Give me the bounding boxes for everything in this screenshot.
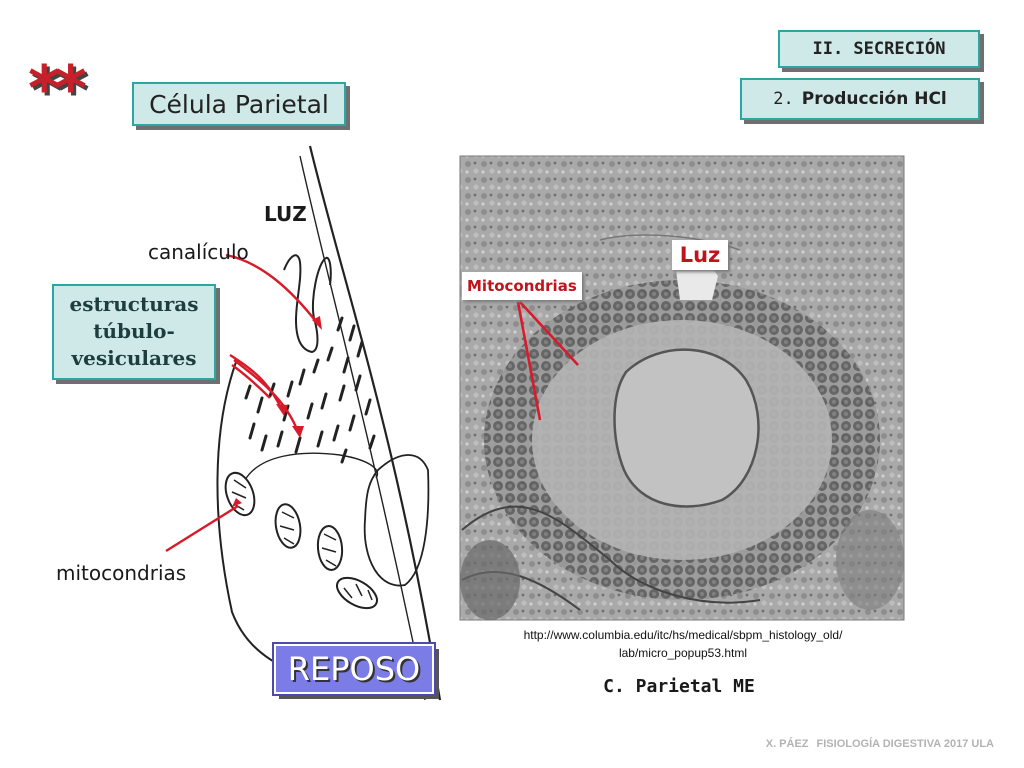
nucleus-outline-2 [244,452,379,481]
micrograph-nucleus [613,348,760,508]
topic-badge: 2. Producción HCl [740,78,980,120]
tubulovesicular-label-line: vesiculares [71,346,197,370]
section-label: II. SECRECIÓN [812,39,946,59]
diagram-mitochondria [224,471,378,610]
resting-state-badge: REPOSO [272,642,436,696]
micrograph-arrows [516,301,579,421]
tubulovesicular-label-box: estructuras túbulo- vesiculares [52,284,216,380]
micrograph-lumen-tag: Luz [672,240,728,270]
topic-label: Producción HCl [801,89,947,109]
source-url-line: lab/micro_popup53.html [618,646,748,660]
diagram-arrows [165,253,319,553]
canaliculus-shape [283,254,332,354]
tubulovesicular-structures [244,316,376,464]
resting-state-label: REPOSO [287,650,421,688]
cell-membrane-outer [308,145,442,701]
source-url-line: http://www.columbia.edu/itc/hs/medical/s… [523,628,843,642]
footer-author: X. PÁEZ [765,738,809,750]
nucleus-outline [363,454,430,587]
tubulovesicular-label-line: estructuras [69,292,199,316]
canaliculus-label: canalículo [148,240,249,264]
cell-membrane-inner [299,155,426,701]
lumen-label: LUZ [264,202,307,226]
micrograph-mitochondria-tag: Mitocondrias [462,272,582,300]
footer-course: FISIOLOGÍA DIGESTIVA 2017 ULA [816,738,994,750]
tubulovesicular-label-line: túbulo- [93,319,175,343]
decorative-asterisks: ** [28,52,87,125]
source-url[interactable]: http://www.columbia.edu/itc/hs/medical/s… [468,626,898,662]
micrograph-caption: C. Parietal ME [603,676,755,697]
section-badge: II. SECRECIÓN [778,30,980,68]
slide-title: Célula Parietal [132,82,346,126]
slide-title-text: Célula Parietal [149,89,329,119]
footer: X. PÁEZ FISIOLOGÍA DIGESTIVA 2017 ULA [766,738,1002,750]
topic-number: 2. [773,89,794,109]
mitochondria-label: mitocondrias [56,561,187,585]
electron-micrograph [459,155,905,621]
